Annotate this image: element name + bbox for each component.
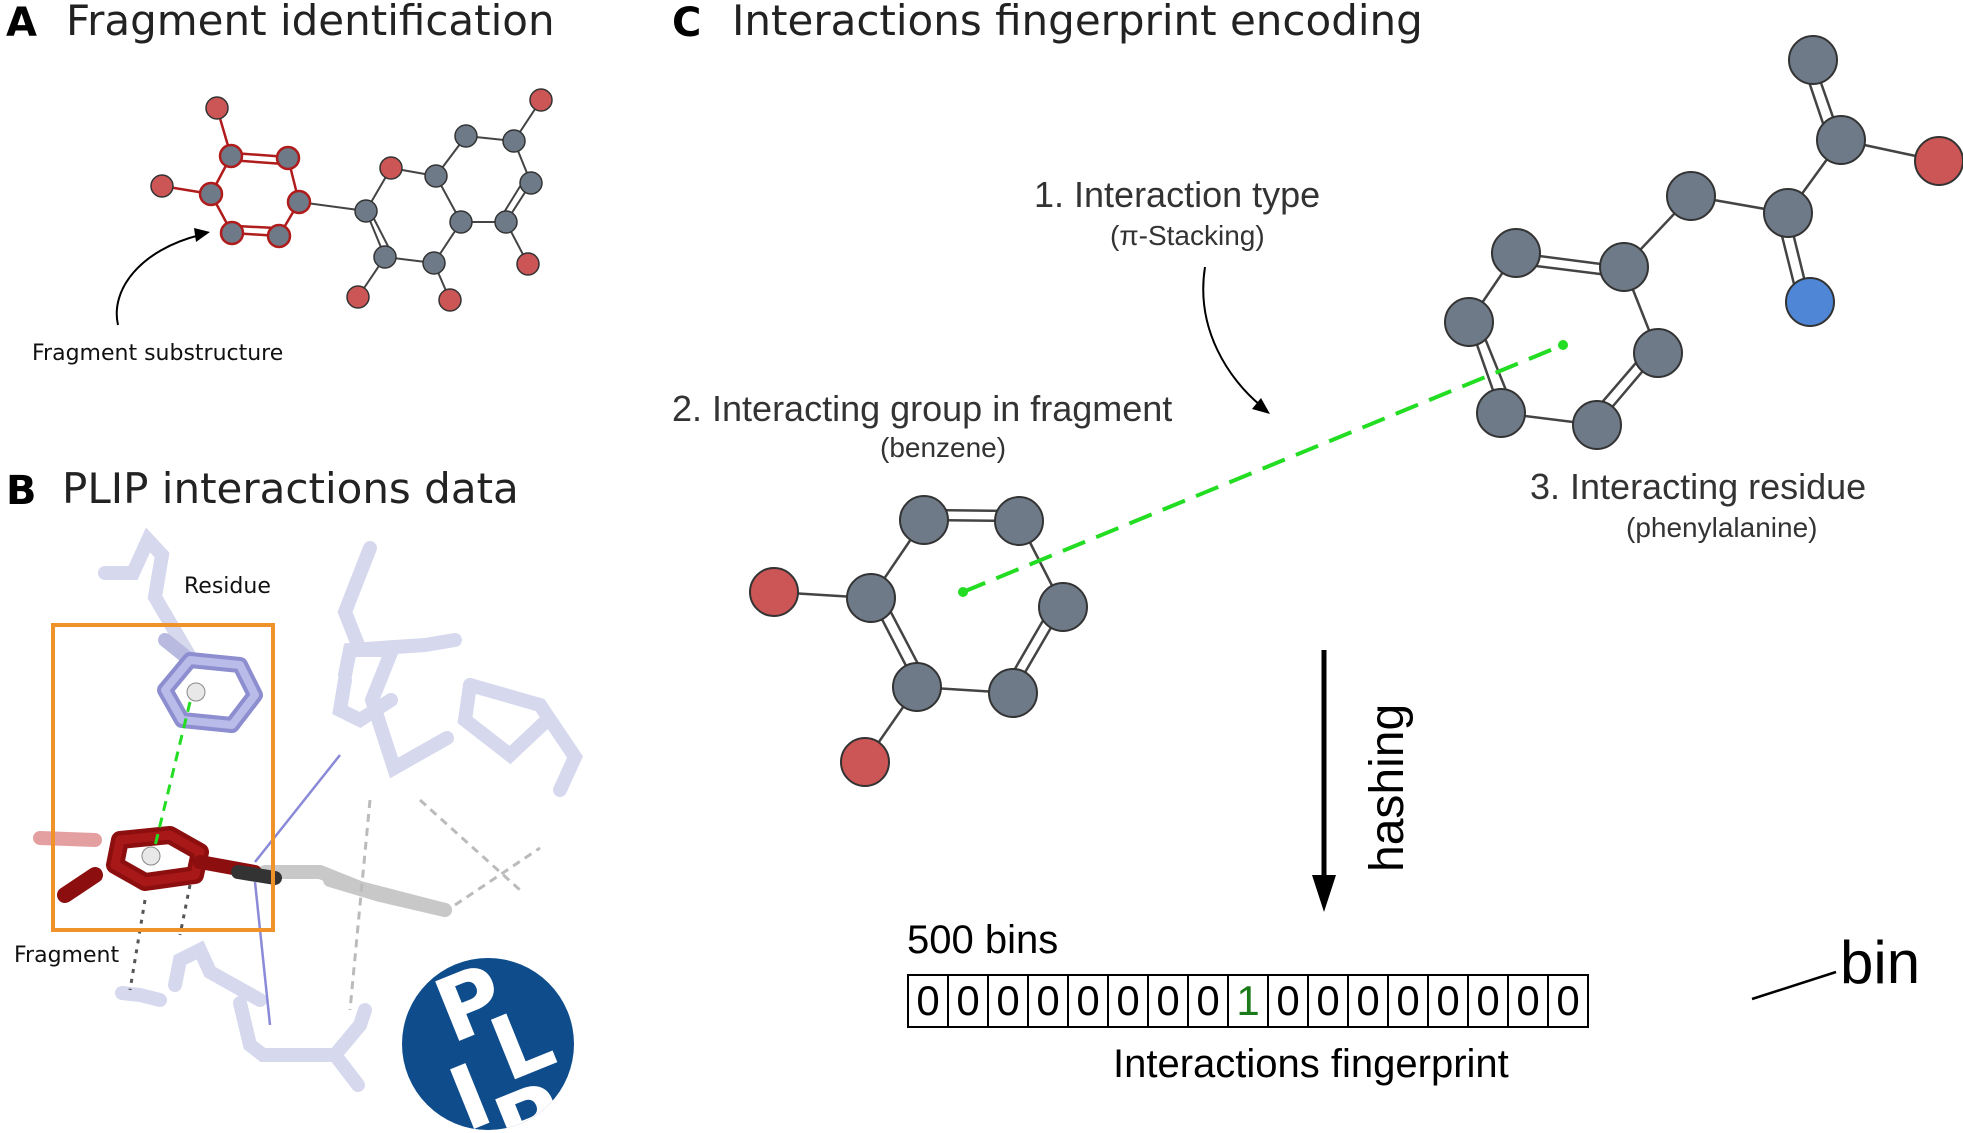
panel-b-residue-sticks: [98, 527, 583, 1092]
fingerprint-bit: 0: [1309, 976, 1349, 1026]
panel-b-letter: B: [6, 468, 37, 514]
interacting-residue-sub: (phenylalanine): [1626, 512, 1818, 543]
panel-c-residue-atoms: [1444, 35, 1963, 450]
interacting-group-label: 2. Interacting group in fragment: [672, 388, 1173, 429]
panel-b-title: PLIP interactions data: [62, 464, 519, 513]
fingerprint-bit: 0: [1549, 976, 1589, 1026]
fingerprint-bit: 1: [1229, 976, 1269, 1026]
fingerprint-bit: 0: [1429, 976, 1469, 1026]
panel-c-title: Interactions fingerprint encoding: [732, 0, 1423, 45]
panel-a-title: Fragment identification: [66, 0, 555, 45]
fingerprint-bit: 0: [1269, 976, 1309, 1026]
panel-b-fragment-label: Fragment: [14, 943, 120, 968]
panel-b-fragment-ring: [33, 826, 282, 903]
fingerprint-bit: 0: [1389, 976, 1429, 1026]
panel-c-residue-bonds: [1467, 59, 1940, 427]
fingerprint-bit: 0: [1149, 976, 1189, 1026]
fingerprint-bit: 0: [909, 976, 949, 1026]
panel-c-interaction-arrow: [1202, 266, 1270, 414]
panel-a-atoms: [150, 88, 553, 312]
hashing-arrow: [1312, 650, 1336, 912]
panel-a-annotation-arrow: [115, 228, 210, 326]
interacting-residue-label: 3. Interacting residue: [1530, 466, 1867, 507]
panel-b-residue-ring: [157, 633, 263, 733]
fingerprint-label: Interactions fingerprint: [1113, 1042, 1509, 1086]
panel-b-highlight-box: [51, 623, 275, 932]
panel-a-annotation: Fragment substructure: [32, 341, 284, 366]
fingerprint-bit: 0: [949, 976, 989, 1026]
panel-c-letter: C: [672, 0, 702, 46]
panel-c-pi-stacking-line: [958, 340, 1568, 597]
interaction-type-sub: (π-Stacking): [1110, 220, 1265, 251]
panel-c-fragment-bonds: [773, 508, 1065, 763]
fingerprint-bit: 0: [1109, 976, 1149, 1026]
fingerprint-bit: 0: [989, 976, 1029, 1026]
bins-count-label: 500 bins: [907, 918, 1059, 962]
panel-b-pi-stacking-line: [153, 701, 192, 847]
panel-b-gray-ligand: [258, 865, 452, 917]
panel-c-fragment-atoms: [749, 495, 1088, 787]
panel-a-letter: A: [6, 0, 37, 46]
fingerprint-bit: 0: [1189, 976, 1229, 1026]
fingerprint-bit: 0: [1469, 976, 1509, 1026]
panel-b-residue-label: Residue: [184, 574, 271, 599]
hashing-label: hashing: [1361, 703, 1414, 872]
plip-logo: P L I P: [402, 958, 574, 1130]
interacting-group-sub: (benzene): [880, 432, 1007, 463]
fingerprint-bit: 0: [1509, 976, 1549, 1026]
bin-pointer-line: [1751, 970, 1837, 1001]
interaction-type-label: 1. Interaction type: [1034, 174, 1321, 215]
fingerprint-bit: 0: [1029, 976, 1069, 1026]
bin-label: bin: [1840, 929, 1921, 996]
fingerprint-bit: 0: [1349, 976, 1389, 1026]
fingerprint-bit: 0: [1069, 976, 1109, 1026]
panel-b-contacts: [128, 754, 541, 1026]
